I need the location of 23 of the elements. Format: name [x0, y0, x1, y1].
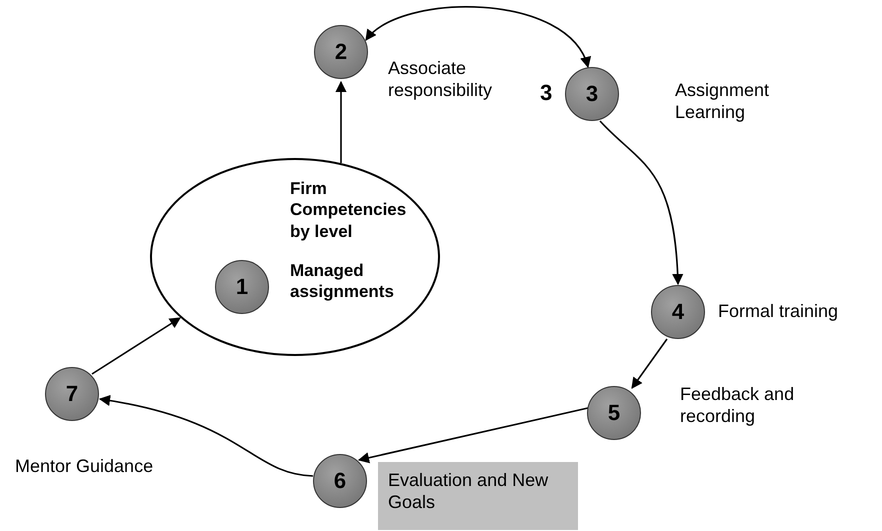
step-label: Associate responsibility	[388, 58, 494, 102]
arrow	[98, 395, 314, 477]
arrow	[599, 120, 684, 286]
step-label: Feedback and recording	[680, 384, 796, 428]
step-circle: 2	[314, 25, 368, 79]
number-label: 3	[540, 80, 552, 106]
arrow	[358, 407, 588, 464]
node-text: Managed assignments	[290, 260, 395, 302]
step-circle: 1	[215, 260, 269, 314]
step-circle: 3	[565, 67, 619, 121]
step-circle: 4	[651, 285, 705, 339]
step-label: Assignment Learning	[675, 80, 770, 124]
arrow	[365, 6, 590, 68]
arrow	[335, 80, 347, 163]
text-box: Evaluation and New Goals	[378, 462, 578, 530]
arrow	[92, 317, 181, 375]
step-circle: 6	[313, 454, 367, 508]
arrow	[631, 338, 668, 389]
node-text: Firm Competencies by level	[290, 178, 408, 242]
step-circle: 7	[45, 367, 99, 421]
step-label: Formal training	[718, 301, 838, 323]
step-circle: 5	[587, 386, 641, 440]
step-label: Mentor Guidance	[15, 456, 154, 478]
